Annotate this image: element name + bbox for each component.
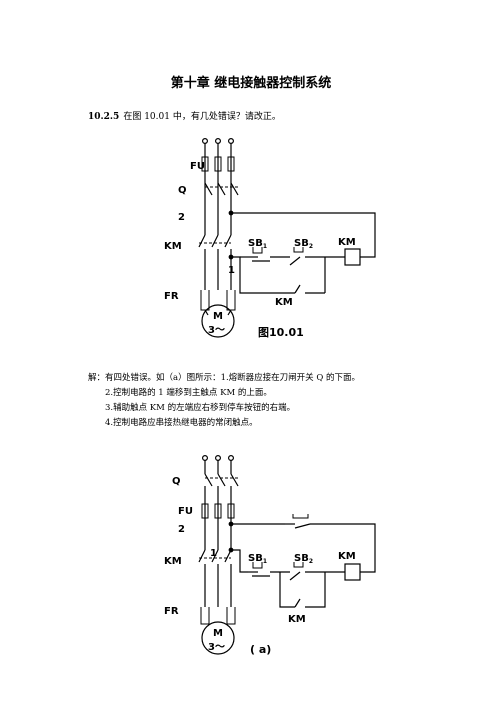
question-number: 10.2.5 xyxy=(88,112,120,122)
motor-m-label: M xyxy=(213,628,223,639)
circuit-diagram-figure-1: FU Q 2 KM 1 FR M 3～ SB1 SB2 KM KM 图10.01 xyxy=(164,137,376,339)
motor-phase-label: 3～ xyxy=(208,642,225,653)
node-1-label: 1 xyxy=(210,548,217,559)
motor-m-label: M xyxy=(213,311,223,322)
page-title: 第十章 继电接触器控制系统 xyxy=(170,76,332,91)
q-label: Q xyxy=(172,476,181,487)
km-aux-label: KM xyxy=(288,614,306,625)
node-2-label: 2 xyxy=(178,212,185,223)
figure-a-caption: ( a) xyxy=(250,643,271,656)
fr-label: FR xyxy=(164,606,179,617)
sb1-label: SB1 xyxy=(248,553,267,565)
circuit-diagram-figure-a: Q FU 2 KM 1 FR M 3～ SB1 SB2 KM KM ( a) xyxy=(164,454,376,656)
motor-phase-label: 3～ xyxy=(208,325,225,336)
node-1-label: 1 xyxy=(228,265,235,276)
km-coil-label: KM xyxy=(338,551,356,562)
sb2-label: SB2 xyxy=(294,238,313,250)
node-2-label: 2 xyxy=(178,524,185,535)
question-text: 在图 10.01 中，有几处错误？请改正。 xyxy=(123,112,281,122)
km-coil-label: KM xyxy=(338,237,356,248)
km-main-label: KM xyxy=(164,241,182,252)
km-main-label: KM xyxy=(164,556,182,567)
q-label: Q xyxy=(178,185,187,196)
fu-label: FU xyxy=(190,161,205,172)
km-aux-label: KM xyxy=(275,297,293,308)
answer-line-1: 解：有四处错误。如（a）图所示：1.熔断器应接在刀闸开关 Q 的下面。 xyxy=(88,373,361,383)
answer-line-3: 3.辅助触点 KM 的左端应右移到停车按钮的右端。 xyxy=(105,403,296,413)
fr-label: FR xyxy=(164,291,179,302)
figure-1-caption: 图10.01 xyxy=(258,326,304,339)
fu-label: FU xyxy=(178,506,193,517)
sb1-label: SB1 xyxy=(248,238,267,250)
sb2-label: SB2 xyxy=(294,553,313,565)
answer-line-4: 4.控制电路应串接热继电器的常闭触点。 xyxy=(105,418,258,428)
answer-line-2: 2.控制电路的 1 端移到主触点 KM 的上面。 xyxy=(105,388,272,398)
